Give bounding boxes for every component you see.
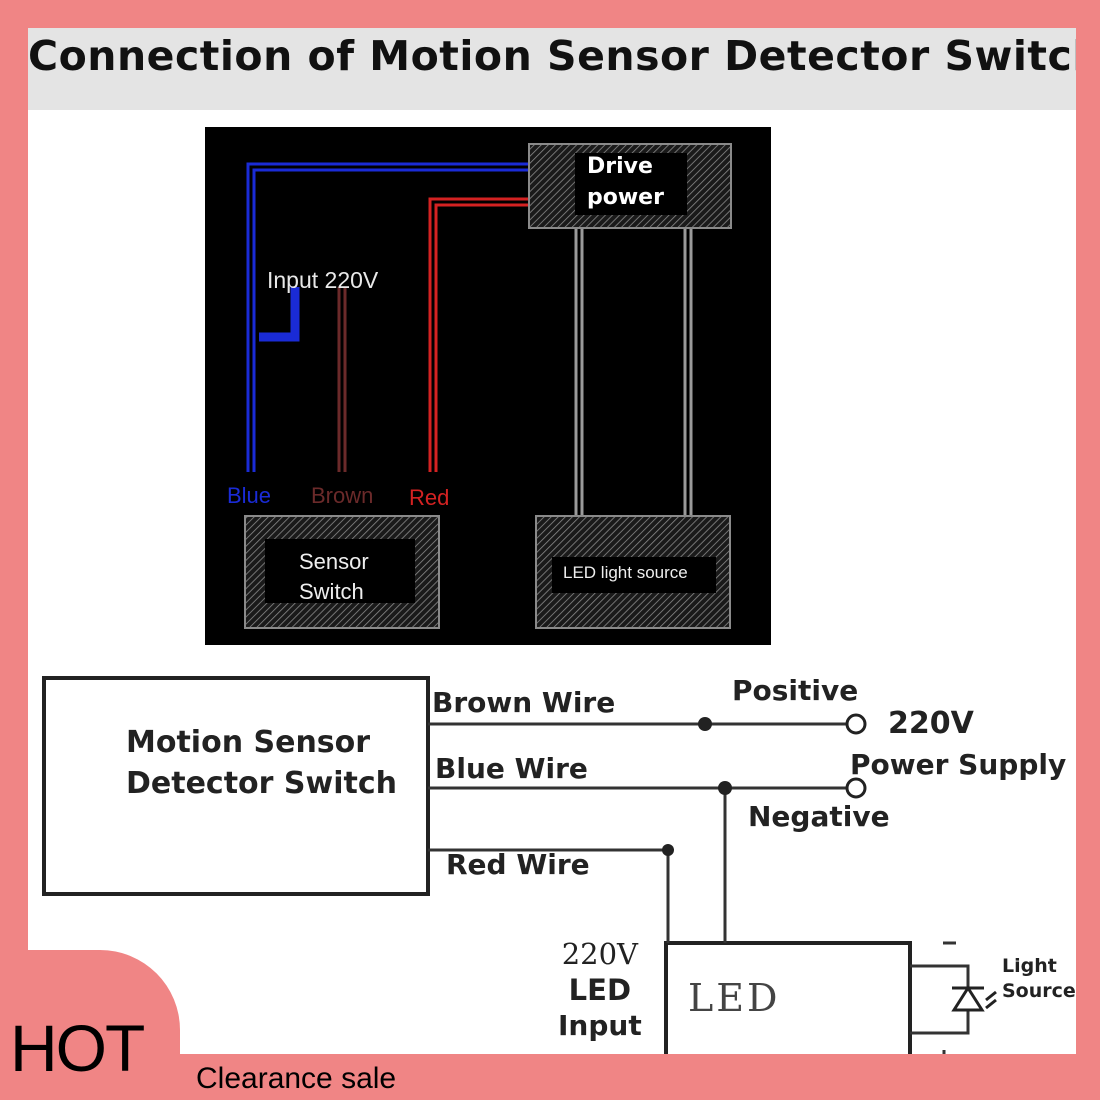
image-frame: Connection of Motion Sensor Detector Swi…	[28, 28, 1076, 1054]
title-bar: Connection of Motion Sensor Detector Swi…	[28, 28, 1076, 110]
led-input-label-line-2: LED	[568, 973, 632, 1007]
input-220v-label: Input 220V	[267, 267, 379, 293]
led-light-source-box	[535, 515, 731, 629]
drive-power-box	[528, 143, 732, 229]
positive-label: Positive	[732, 674, 859, 707]
brown-junction-dot	[698, 717, 712, 731]
clearance-sale-label: Clearance sale	[196, 1062, 397, 1095]
hot-label: HOT	[10, 1011, 145, 1085]
light-source-label: Light Source	[1002, 954, 1076, 1004]
motion-sensor-label-line-2: Detector Switch	[126, 766, 397, 801]
motion-sensor-label: Motion Sensor Detector Switch	[126, 722, 397, 804]
red-junction-dot	[662, 844, 674, 856]
sensor-switch-label: Sensor Switch	[299, 547, 369, 607]
led-input-label: 220V LED Input	[558, 936, 642, 1044]
sensor-switch-label-line-1: Sensor	[299, 549, 369, 574]
sensor-switch-box	[244, 515, 440, 629]
blue-wire-label: Blue	[227, 483, 272, 508]
led-driver-box	[664, 941, 912, 1054]
blue-junction-dot	[718, 781, 732, 795]
negative-label: Negative	[748, 800, 890, 833]
led-input-label-line-3: Input	[558, 1009, 642, 1042]
negative-terminal	[845, 777, 867, 799]
diode-icon	[951, 985, 997, 1012]
motion-sensor-box	[42, 676, 430, 896]
led-box-label: LED	[688, 976, 781, 1020]
drive-power-label: Drive power	[587, 151, 664, 213]
wiring-diagram-top: Drive power Input 220V Blue Brown Red Se…	[205, 127, 771, 645]
brown-wire-text: Brown Wire	[432, 686, 616, 719]
red-wire-label: Red	[409, 485, 450, 510]
red-wire-text: Red Wire	[446, 848, 590, 881]
schematic-diagram: Motion Sensor Detector Switch Brown Wire…	[28, 28, 1076, 1054]
blue-wire-text: Blue Wire	[435, 752, 588, 785]
drive-power-label-line-1: Drive	[587, 154, 653, 179]
light-source-label-line-2: Source	[1002, 980, 1076, 1002]
wiring-diagram-graphic	[244, 143, 732, 629]
motion-sensor-label-line-1: Motion Sensor	[126, 725, 371, 760]
sensor-switch-label-line-2: Switch	[299, 579, 364, 604]
positive-terminal	[845, 713, 867, 735]
brown-wire-label: Brown	[311, 483, 374, 508]
drive-power-label-line-2: power	[587, 185, 664, 210]
light-source-label-line-1: Light	[1002, 955, 1057, 977]
voltage-label: 220V	[888, 706, 974, 741]
hot-badge	[0, 950, 180, 1100]
led-input-label-line-1: 220V	[561, 937, 638, 971]
power-supply-label: Power Supply	[850, 748, 1067, 781]
page-title: Connection of Motion Sensor Detector Swi…	[28, 32, 1076, 80]
led-light-source-label: LED light source	[563, 563, 688, 582]
schematic-graphic	[42, 676, 997, 1054]
